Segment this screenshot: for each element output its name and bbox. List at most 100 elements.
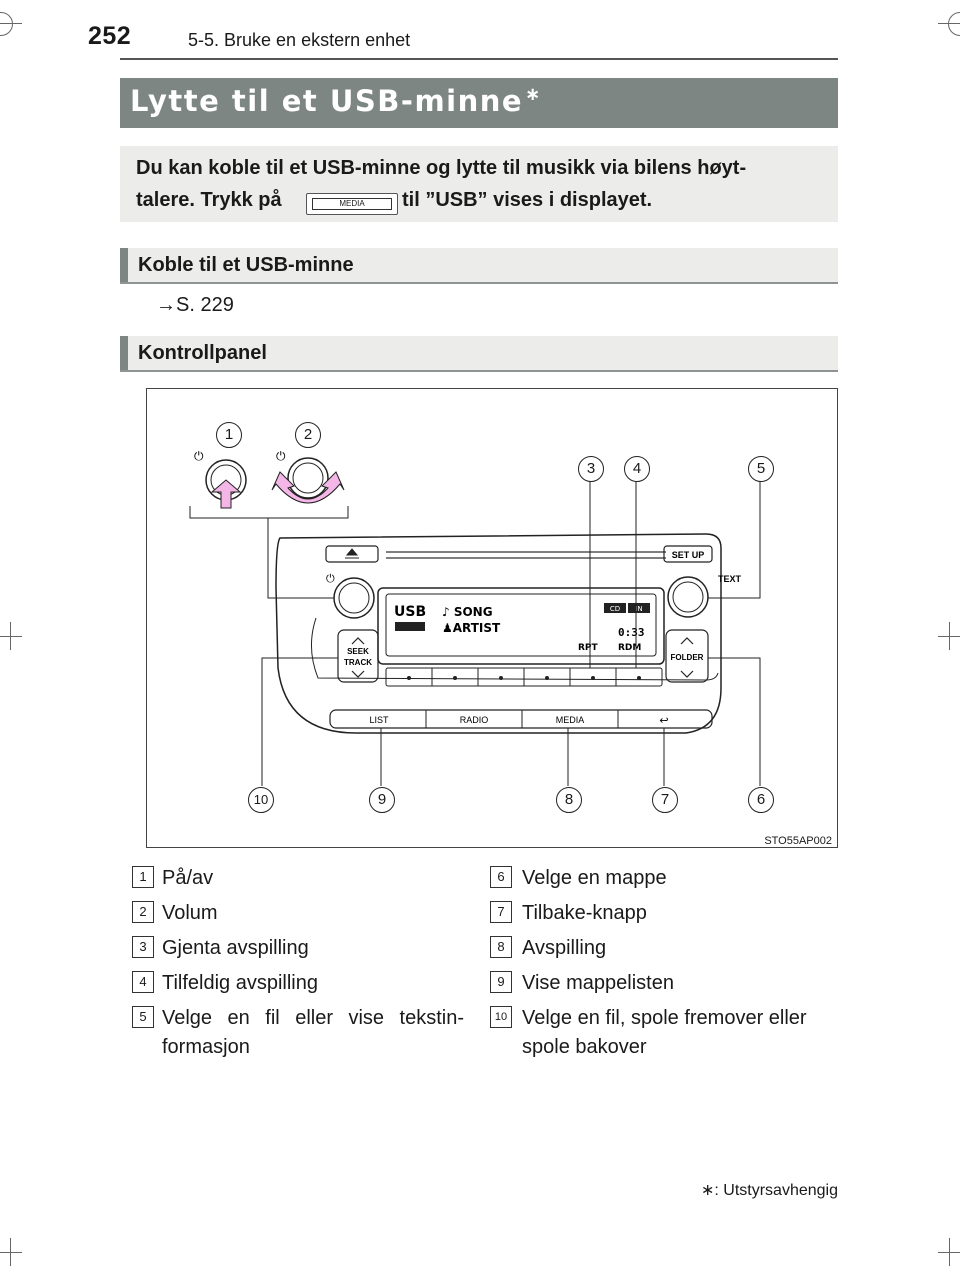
page-number: 252 [88,22,132,50]
setup-button [663,545,713,563]
crop-mark [10,1238,11,1266]
leader-line-1-2 [267,518,334,599]
setup-label: SET UP [672,550,705,560]
crop-mark [10,622,11,650]
figure-frame [146,388,838,848]
legend-text: Tilfeldig avspilling [162,972,318,994]
control-panel-illustration: SET UP ⏻ TEXT USB ♪ SONG ♟ARTIST CD IN 0… [189,449,761,786]
panel-outline-inner [311,617,719,681]
display-in: IN [635,605,642,613]
callout-4: 4 [624,456,650,482]
subheading-bar [120,336,128,370]
rotate-arrow-icon [271,471,345,504]
display-time: 0:33 [618,626,645,639]
subheading-connect: Koble til et USB-minne [120,248,838,284]
callout-8: 8 [556,787,582,813]
crop-mark [949,1238,950,1266]
power-icon: ⏻ [276,449,286,463]
crop-mark [0,636,22,637]
leader-line-5 [708,480,761,599]
power-icon: ⏻ [326,572,335,585]
legend-text: Avspilling [522,937,607,959]
legend-number: 9 [490,971,512,993]
figure-code: STO55AP002 [764,835,832,847]
crop-mark [0,12,13,36]
callout-6: 6 [748,787,774,813]
legend-number: 6 [490,866,512,888]
chevron-down-icon [680,670,694,678]
display-artist: ♟ARTIST [442,621,501,635]
equipment-marker: ∗ [525,84,542,105]
leader-line-10 [261,657,338,786]
legend-text: spole bakover [522,1036,647,1058]
legend-number: 8 [490,936,512,958]
display-cd-badge [604,603,626,613]
seek-label: SEEK [347,647,369,656]
crop-mark [0,1252,22,1253]
chevron-down-icon [351,670,365,678]
legend-number: 2 [132,901,154,923]
media-key-label: MEDIA [312,198,392,210]
legend-text: Tilbake-knapp [522,902,647,924]
display-rpt: RPT [578,643,599,653]
leader-line-6 [708,657,761,786]
display-source: USB [394,604,426,620]
page-title-text: Lytte til et USB-minne [130,84,524,118]
cd-slot [386,551,666,559]
callout-2: 2 [295,422,321,448]
legend-number: 1 [132,866,154,888]
legend-number: 3 [132,936,154,958]
power-icon: ⏻ [194,449,204,463]
subheading-text: Kontrollpanel [138,342,267,364]
legend-text: Velge en mappe [522,867,667,889]
callout-9: 9 [369,787,395,813]
intro-line-2-start: talere. Trykk på [136,189,282,211]
text-label: TEXT [718,574,742,584]
legend-number: 4 [132,971,154,993]
power-knob [333,577,375,619]
bracket-line [189,506,349,519]
legend-text: formasjon [162,1036,250,1058]
page-reference-link[interactable]: →S. 229 [156,294,234,316]
display-screen [385,593,657,657]
list-button: LIST [369,715,389,725]
legend-text: På/av [162,867,214,889]
callout-10: 10 [248,787,274,813]
header-rule [120,58,838,60]
radio-button: RADIO [460,715,489,725]
display-rdm: RDM [618,643,641,653]
display-frame [377,587,665,665]
push-arrow-icon [210,479,242,509]
eject-button [325,545,379,563]
page-title: Lytte til et USB-minne∗ [130,84,542,118]
folder-label: FOLDER [671,653,704,662]
chevron-up-icon [351,637,365,645]
display-song: ♪ SONG [442,605,493,619]
folder-button [665,629,709,683]
callout-3: 3 [578,456,604,482]
display-in-badge [628,603,650,613]
legend-number: 10 [490,1006,512,1028]
legend-text: Vise mappelisten [522,972,674,994]
eject-icon [345,548,359,559]
chevron-up-icon [680,637,694,645]
intro-line-1: Du kan koble til et USB-minne og lytte t… [136,157,747,179]
legend-text: Velge en fil eller vise tekstin- [162,1007,464,1029]
track-label: TRACK [344,658,372,667]
legend-number: 5 [132,1006,154,1028]
subheading-control-panel: Kontrollpanel [120,336,838,372]
legend-text: Gjenta avspilling [162,937,309,959]
back-button: ↩ [659,714,668,727]
media-button: MEDIA [556,715,585,725]
footnote: ∗: Utstyrsavhengig [700,1182,838,1199]
volume-knob-detail [287,457,329,499]
seek-track-button [337,629,379,683]
text-knob [667,576,709,618]
section-label: 5-5. Bruke en ekstern enhet [188,30,411,50]
callout-7: 7 [652,787,678,813]
callout-1: 1 [216,422,242,448]
media-key-icon: MEDIA [306,193,398,215]
intro-line-2-end: til ”USB” vises i displayet. [402,189,653,211]
subheading-text: Koble til et USB-minne [138,254,354,276]
legend-text: Velge en fil, spole fremover eller [522,1007,807,1029]
